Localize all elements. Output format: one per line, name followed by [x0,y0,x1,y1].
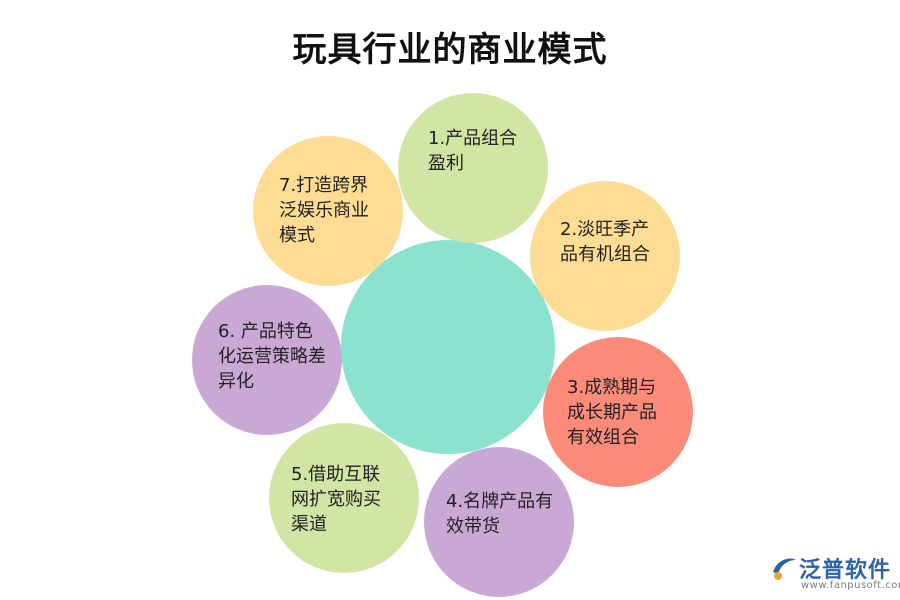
node-brand-products: 4.名牌产品有效带货 [424,447,574,597]
logo-url: www.fanpusoft.com [801,580,900,591]
node-product-combination: 1.产品组合盈利 [398,93,548,243]
page-title: 玩具行业的商业模式 [292,30,608,70]
node-label: 3.成熟期与成长期产品有效组合 [567,377,657,448]
node-internet-channels: 5.借助互联网扩宽购买渠道 [269,423,419,573]
node-label: 2.淡旺季产品有机组合 [560,219,650,265]
logo-name: 泛普软件 [799,558,892,583]
node-label: 6. 产品特色化运营策略差异化 [218,321,326,392]
node-label: 4.名牌产品有效带货 [446,491,554,537]
node-label: 1.产品组合盈利 [428,128,518,174]
node-label: 5.借助互联网扩宽购买渠道 [291,464,381,535]
fanpu-logo: 泛普软件 www.fanpusoft.com [769,548,900,598]
node-season-combination: 2.淡旺季产品有机组合 [530,181,680,331]
node-label: 7.打造跨界泛娱乐商业模式 [279,175,369,246]
fanpu-logo-icon [773,558,796,580]
node-cross-border-entertainment: 7.打造跨界泛娱乐商业模式 [253,136,403,286]
node-lifecycle-combination: 3.成熟期与成长期产品有效组合 [543,337,693,487]
node-differentiated-operation: 6. 产品特色化运营策略差异化 [192,285,342,435]
center-circle [341,240,555,454]
